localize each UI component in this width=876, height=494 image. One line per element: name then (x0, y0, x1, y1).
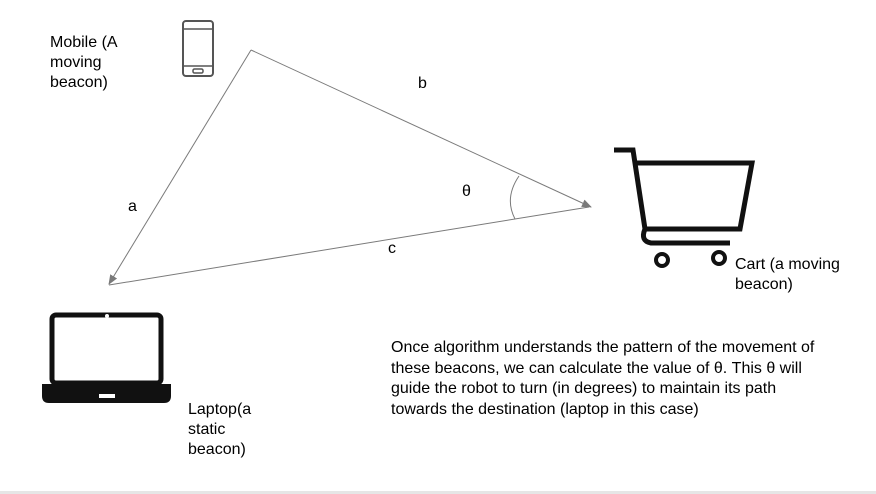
shopping-cart-icon (614, 147, 755, 268)
edge-a-arrow (108, 49, 252, 285)
theta-label: θ (462, 183, 471, 200)
mobile-label: Mobile (A moving beacon) (50, 34, 118, 91)
side-b-label: b (418, 75, 427, 92)
laptop-label: Laptop(a static beacon) (188, 401, 252, 458)
cart-label: Cart (a moving beacon) (735, 256, 840, 293)
edge-b-arrow (250, 49, 592, 208)
explanation-paragraph: Once algorithm understands the pattern o… (391, 339, 815, 418)
laptop-icon (42, 312, 171, 403)
edge-c-line (108, 206, 590, 286)
theta-angle-arc (509, 175, 520, 220)
side-a-label: a (128, 198, 137, 215)
mobile-phone-icon (182, 20, 214, 77)
side-c-label: c (388, 240, 396, 257)
